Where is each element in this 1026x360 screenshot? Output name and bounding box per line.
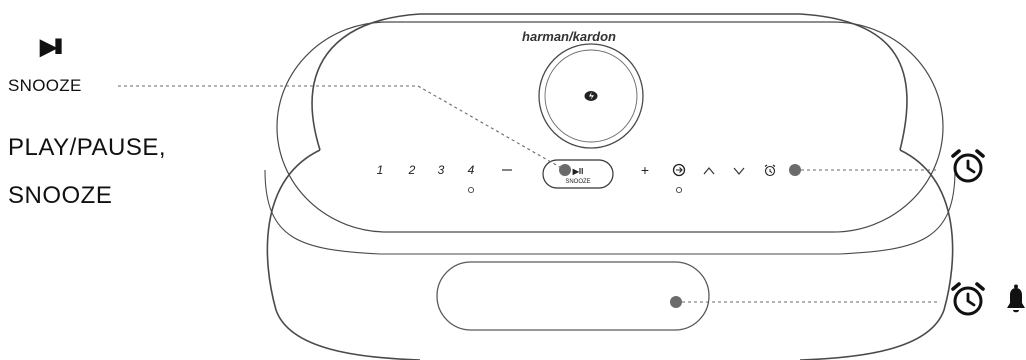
alarm-clock-icon — [951, 282, 985, 316]
callout-lines — [118, 85, 938, 303]
callout-line-snooze — [118, 85, 566, 171]
legend-play-pause: PLAY/PAUSE, — [8, 134, 167, 161]
preset-button-3[interactable]: 3 — [438, 163, 445, 177]
play-pause-snooze-button[interactable]: ▶II SNOOZE — [542, 159, 614, 189]
preset-button-1[interactable]: 1 — [377, 163, 384, 177]
brand-logo: harman/kardon — [522, 29, 616, 44]
preset-button-2[interactable]: 2 — [408, 163, 416, 177]
preset-button-4[interactable]: 4 — [468, 163, 475, 177]
control-row: 1 2 3 4 ▶II SNOOZE + — [377, 159, 776, 194]
chevron-up-icon[interactable] — [703, 167, 715, 175]
play-pause-icon-label: ▶II — [40, 34, 63, 59]
button-play-pause-icon: ▶II — [572, 167, 584, 176]
legend-snooze: SNOOZE — [8, 182, 113, 209]
preset-4-indicator — [467, 186, 475, 194]
callout-dot-alarm — [789, 164, 801, 176]
volume-up-button[interactable]: + — [641, 162, 649, 178]
alarm-clock-icon[interactable] — [764, 164, 776, 177]
source-indicator — [675, 186, 683, 194]
front-display — [436, 261, 710, 331]
speaker-body — [264, 13, 956, 360]
source-icon[interactable] — [672, 163, 686, 177]
charging-pad — [538, 43, 644, 149]
legend-snooze-small: SNOOZE — [8, 76, 82, 95]
callout-dot-play-pause — [559, 164, 571, 176]
callout-dot-display — [670, 296, 682, 308]
alarm-clock-icon — [951, 149, 985, 183]
chevron-down-icon[interactable] — [733, 167, 745, 175]
bell-icon — [1007, 284, 1025, 313]
button-snooze-label: SNOOZE — [565, 179, 590, 185]
